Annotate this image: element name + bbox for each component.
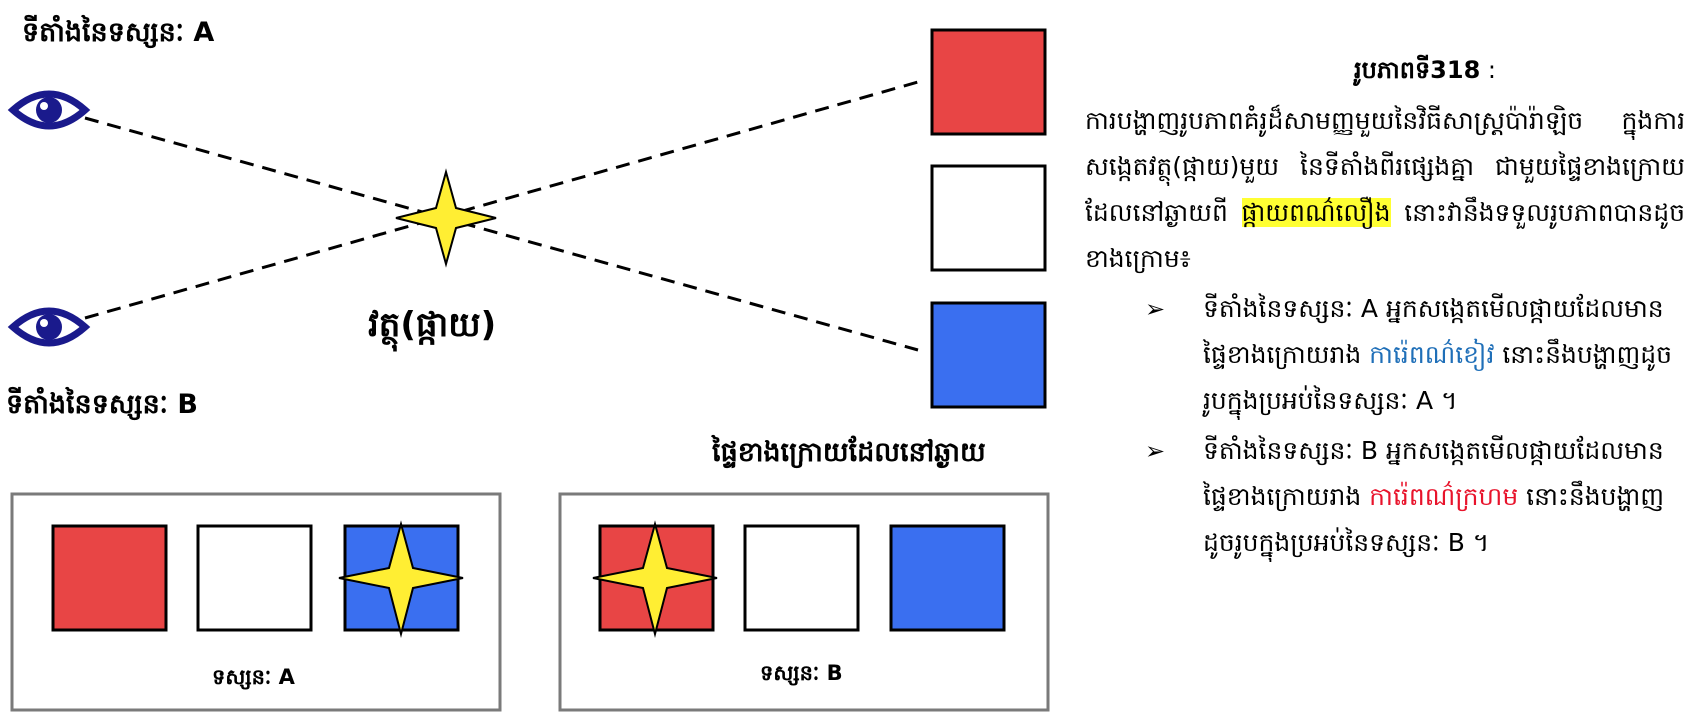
bullet-item-b: ➢ ទីតាំងនៃទស្សនៈ B អ្នកសង្កេតមើលផ្កាយដែល… (1085, 428, 1685, 566)
figure-title-text: រូបភាពទី318 (1354, 56, 1481, 84)
bullet-a-color-term: ការ៉េពណ៌ខៀវ (1369, 340, 1495, 369)
parallax-diagram (7, 28, 1050, 712)
arrow-bullet-icon: ➢ (1145, 295, 1166, 323)
bullet-b-text-end: នោះនឹងបង្ហាញដូចរូបក្នុងប្រអប់នៃទស្សនៈ B … (1203, 482, 1665, 557)
figure-caption: រូបភាពទី318 : ការបង្ហាញរូបភាពគំរូដ៏សាមញ្… (1085, 55, 1685, 566)
sight-lines (84, 80, 919, 352)
eye-icon (7, 90, 91, 130)
star-icon (592, 520, 718, 638)
panel-b-caption: ទស្សនៈ B (760, 661, 843, 685)
star-icon (395, 168, 497, 268)
bullet-b-text: ទីតាំងនៃទស្សនៈ B អ្នកសង្កេតមើលផ្កាយដែលមា… (1203, 436, 1664, 511)
intro-paragraph: ការបង្ហាញរូបភាពគំរូដ៏សាមញ្ញមួយនៃវិធីសាស្… (1085, 98, 1685, 282)
background-square-blue (930, 301, 1047, 409)
panel-a-square-white (196, 524, 313, 632)
panel-b-square-blue (889, 524, 1006, 632)
bullet-a-text: ទីតាំងនៃទស្សនៈ A អ្នកសង្កេតមើលផ្កាយដែលមា… (1203, 294, 1664, 369)
panel-a-caption: ទស្សនៈ A (212, 665, 295, 689)
sight-line-b (84, 80, 919, 320)
intro-text: ការបង្ហាញរូបភាពគំរូដ៏សាមញ្ញមួយនៃវិធីសាស្… (1085, 106, 1685, 227)
background-square-red (930, 28, 1047, 136)
bullet-b-color-term: ការ៉េពណ៌ក្រហម (1369, 482, 1519, 511)
background-label: ផ្ទៃខាងក្រោយដែលនៅឆ្ងាយ (712, 437, 986, 468)
panel-a-square-red (51, 524, 168, 632)
figure-title: រូបភាពទី318 : (1165, 55, 1685, 90)
eye-icon (7, 307, 91, 347)
highlighted-term: ផ្កាយពណ៌លឿង (1241, 198, 1391, 227)
viewpoint-a-label: ទីតាំងនៃទស្សនៈ A (22, 17, 215, 48)
sight-line-a (84, 116, 919, 352)
arrow-bullet-icon: ➢ (1145, 437, 1166, 465)
star-icon (338, 520, 464, 638)
object-label: វត្ថុ(ផ្កាយ) (368, 305, 497, 345)
viewpoint-b-label: ទីតាំងនៃទស្សនៈ B (6, 389, 198, 420)
background-square-white (930, 164, 1047, 272)
panel-b-square-white (743, 524, 860, 632)
bullet-a-text-end: នោះនឹងបង្ហាញដូចរូបក្នុងប្រអប់នៃទស្សនៈ A … (1203, 340, 1673, 415)
figure-title-separator: : (1480, 56, 1496, 84)
bullet-item-a: ➢ ទីតាំងនៃទស្សនៈ A អ្នកសង្កេតមើលផ្កាយដែល… (1085, 286, 1685, 424)
intro-text-end: នោះវានឹងទទួលរូបភាពបានដូចខាងក្រោម៖ (1085, 198, 1685, 273)
